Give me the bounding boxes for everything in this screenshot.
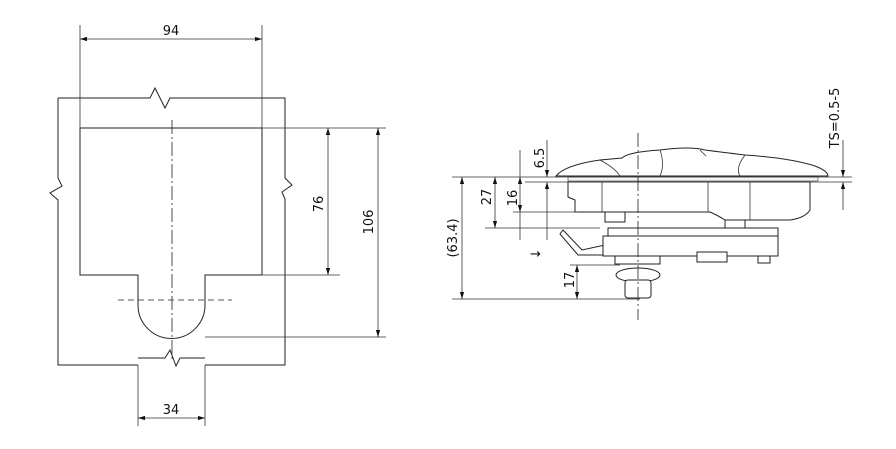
dim-label-63-4: (63.4) [446, 218, 461, 257]
latch-hook [559, 229, 606, 256]
dim-label-106: 106 [362, 210, 377, 235]
bottom-break [138, 348, 205, 368]
mechanism-housing [602, 235, 779, 257]
cutout-front-view: 94 76 106 34 [49, 24, 386, 426]
cutout-outline [79, 127, 263, 339]
panel-outline [49, 86, 293, 366]
dim-label-76: 76 [312, 196, 327, 213]
dim-label-34: 34 [163, 403, 180, 418]
dim-label-27: 27 [480, 189, 495, 206]
direction-arrow-icon: → [530, 247, 541, 262]
dim-label-6-5: 6.5 [533, 148, 548, 169]
dim-label-ts: TS=0.5-5 [828, 88, 843, 150]
screw-left [604, 211, 626, 223]
dim-label-16: 16 [506, 190, 521, 207]
dim-label-94: 94 [163, 24, 180, 39]
mount-plate [607, 227, 779, 237]
latch-cap [554, 147, 829, 177]
slider [696, 251, 728, 263]
latch-side-view: (63.4) 27 16 6.5 17 → TS=0.5-5 [446, 88, 852, 320]
dim-label-17: 17 [563, 272, 578, 289]
latch-body [567, 181, 811, 221]
